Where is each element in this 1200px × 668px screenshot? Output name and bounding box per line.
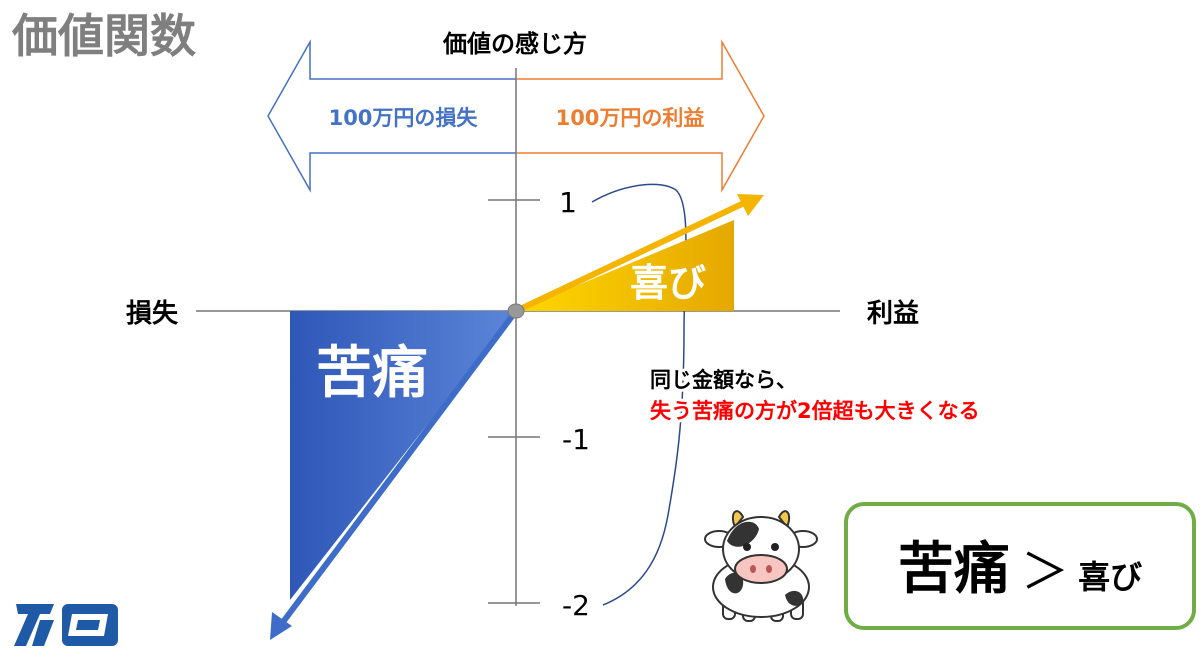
tick-label-1: 1 [559,186,577,219]
comparison-left: 苦痛 [898,537,1010,602]
comparison-text: 苦痛 ＞ 喜び [898,537,1142,602]
pain-label: 苦痛 [316,341,428,406]
loss-arrow-line [277,309,519,628]
loss-arrow-outline [267,39,516,193]
page-title: 価値関数 [11,9,196,63]
origin-point [507,303,525,319]
comparison-right: 喜び [1078,558,1142,596]
joy-label: 喜び [630,261,706,305]
gain-arrow-head [737,194,764,216]
note-line1: 同じ金額なら、 [650,368,797,392]
axis-label-gain: 利益 [867,299,919,329]
gain-arrow-line [514,200,746,314]
tick-label-minus-2: -2 [562,589,590,622]
tick-label-minus-1: -1 [562,423,590,456]
brand-logo-icon [14,604,118,646]
gain-label: 100万円の利益 [556,106,705,130]
comparison-symbol: ＞ [1021,544,1069,600]
loss-label: 100万円の損失 [329,106,479,130]
axis-label-loss: 損失 [126,299,179,329]
comparison-box [844,502,1196,630]
gain-arrow-outline [516,39,765,193]
cow-icon [704,510,818,622]
arrow-heading: 価値の感じ方 [442,30,587,58]
value-curve [591,183,687,606]
note-line2: 失う苦痛の方が2倍超も大きくなる [650,399,980,423]
loss-arrow-head [270,612,292,640]
